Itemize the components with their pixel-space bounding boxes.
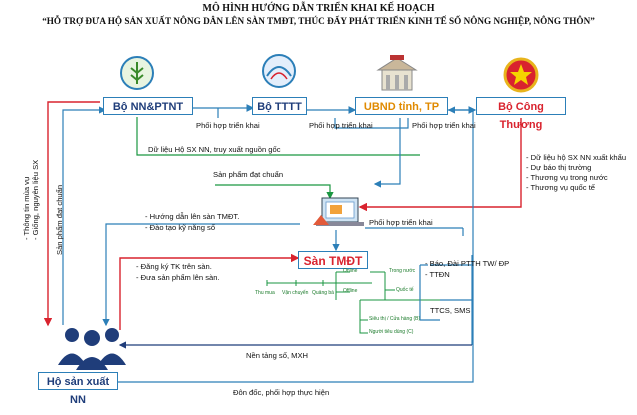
label-nen-tang: Nền tảng số, MXH xyxy=(246,351,309,360)
label-bao-dai: - Báo, Đài PTTH TW/ ĐP xyxy=(425,259,510,268)
node-bo-cong-thuong: Bộ Công Thương xyxy=(476,97,566,131)
label-du-lieu-ho: Dữ liệu Hộ SX NN, truy xuất nguồn gốc xyxy=(148,145,281,154)
label-phoi-hop-4: Phối hợp triển khai xyxy=(369,218,433,227)
node-bo-tttt: Bộ TTTT xyxy=(252,97,307,115)
node-bo-nnptnt: Bộ NN&PTNT xyxy=(103,97,193,115)
bo-nnptnt-logo-icon xyxy=(120,56,154,90)
label-huong-dan: - Hướng dẫn lên sàn TMĐT. xyxy=(145,212,240,221)
san-part-trong-nuoc: Trong nước xyxy=(389,268,416,274)
node-ho-san-xuat: Hộ sản xuất NN xyxy=(38,372,118,406)
san-part-nguoi-tieu-dung: Người tiêu dùng (C) xyxy=(369,329,414,335)
right-list-item-2: - Dự báo thị trường xyxy=(526,163,592,172)
label-ttcs: TTCS, SMS xyxy=(430,306,471,315)
label-phoi-hop-1: Phối hợp triển khai xyxy=(196,121,260,130)
san-part-offline: Offline xyxy=(343,288,358,294)
san-network xyxy=(266,271,440,334)
national-emblem-icon xyxy=(503,57,539,93)
label-don-doc: Đôn đốc, phối hợp thực hiện xyxy=(233,388,330,397)
title-line-2: “HỖ TRỢ ĐƯA HỘ SẢN XUẤT NÔNG DÂN LÊN SÀN… xyxy=(42,16,595,26)
label-dua-sp: - Đưa sản phẩm lên sàn. xyxy=(136,273,220,282)
vertical-label-san-pham: Sản phẩm đạt chuẩn xyxy=(55,184,64,255)
san-part-quang-ba: Quảng bá xyxy=(312,290,334,296)
bo-tttt-logo-icon xyxy=(262,54,296,88)
label-ttdn: - TTĐN xyxy=(425,270,450,279)
node-ubnd: UBND tỉnh, TP xyxy=(355,97,448,115)
label-dao-tao: - Đào tạo kỹ năng số xyxy=(145,223,216,232)
farmers-group-icon xyxy=(58,328,126,370)
node-san-tmdt: Sàn TMĐT xyxy=(298,251,368,269)
label-dang-ky: - Đăng ký TK trên sàn. xyxy=(136,262,212,271)
label-phoi-hop-3: Phối hợp triển khai xyxy=(412,121,476,130)
right-list-item-3: - Thương vụ trong nước xyxy=(526,173,608,182)
right-list-item-1: - Dữ liệu hộ SX NN xuất khẩu xyxy=(526,153,627,162)
vertical-label-giong: - Giống, nguyên liệu SX xyxy=(31,159,40,240)
ecommerce-laptop-icon xyxy=(313,197,364,226)
san-part-van-chuyen: Vận chuyển xyxy=(282,290,309,296)
ubnd-building-icon xyxy=(376,55,418,91)
title-line-1: MÔ HÌNH HƯỚNG DẪN TRIỂN KHAI KẾ HOẠCH xyxy=(202,3,435,14)
vertical-label-thong-tin: - Thông tin mùa vụ xyxy=(22,176,31,240)
label-phoi-hop-2: Phối hợp triển khai xyxy=(309,121,373,130)
san-part-sieu-thi: Siêu thị / Cửa hàng (B) xyxy=(369,316,421,322)
san-part-quoc-te: Quốc tế xyxy=(396,287,414,293)
right-list-item-4: - Thương vụ quốc tế xyxy=(526,183,596,192)
san-part-online: Online xyxy=(343,268,358,274)
san-part-thu-mua: Thu mua xyxy=(255,290,275,296)
label-san-pham-dat-chuan: Sản phẩm đạt chuẩn xyxy=(213,170,284,179)
